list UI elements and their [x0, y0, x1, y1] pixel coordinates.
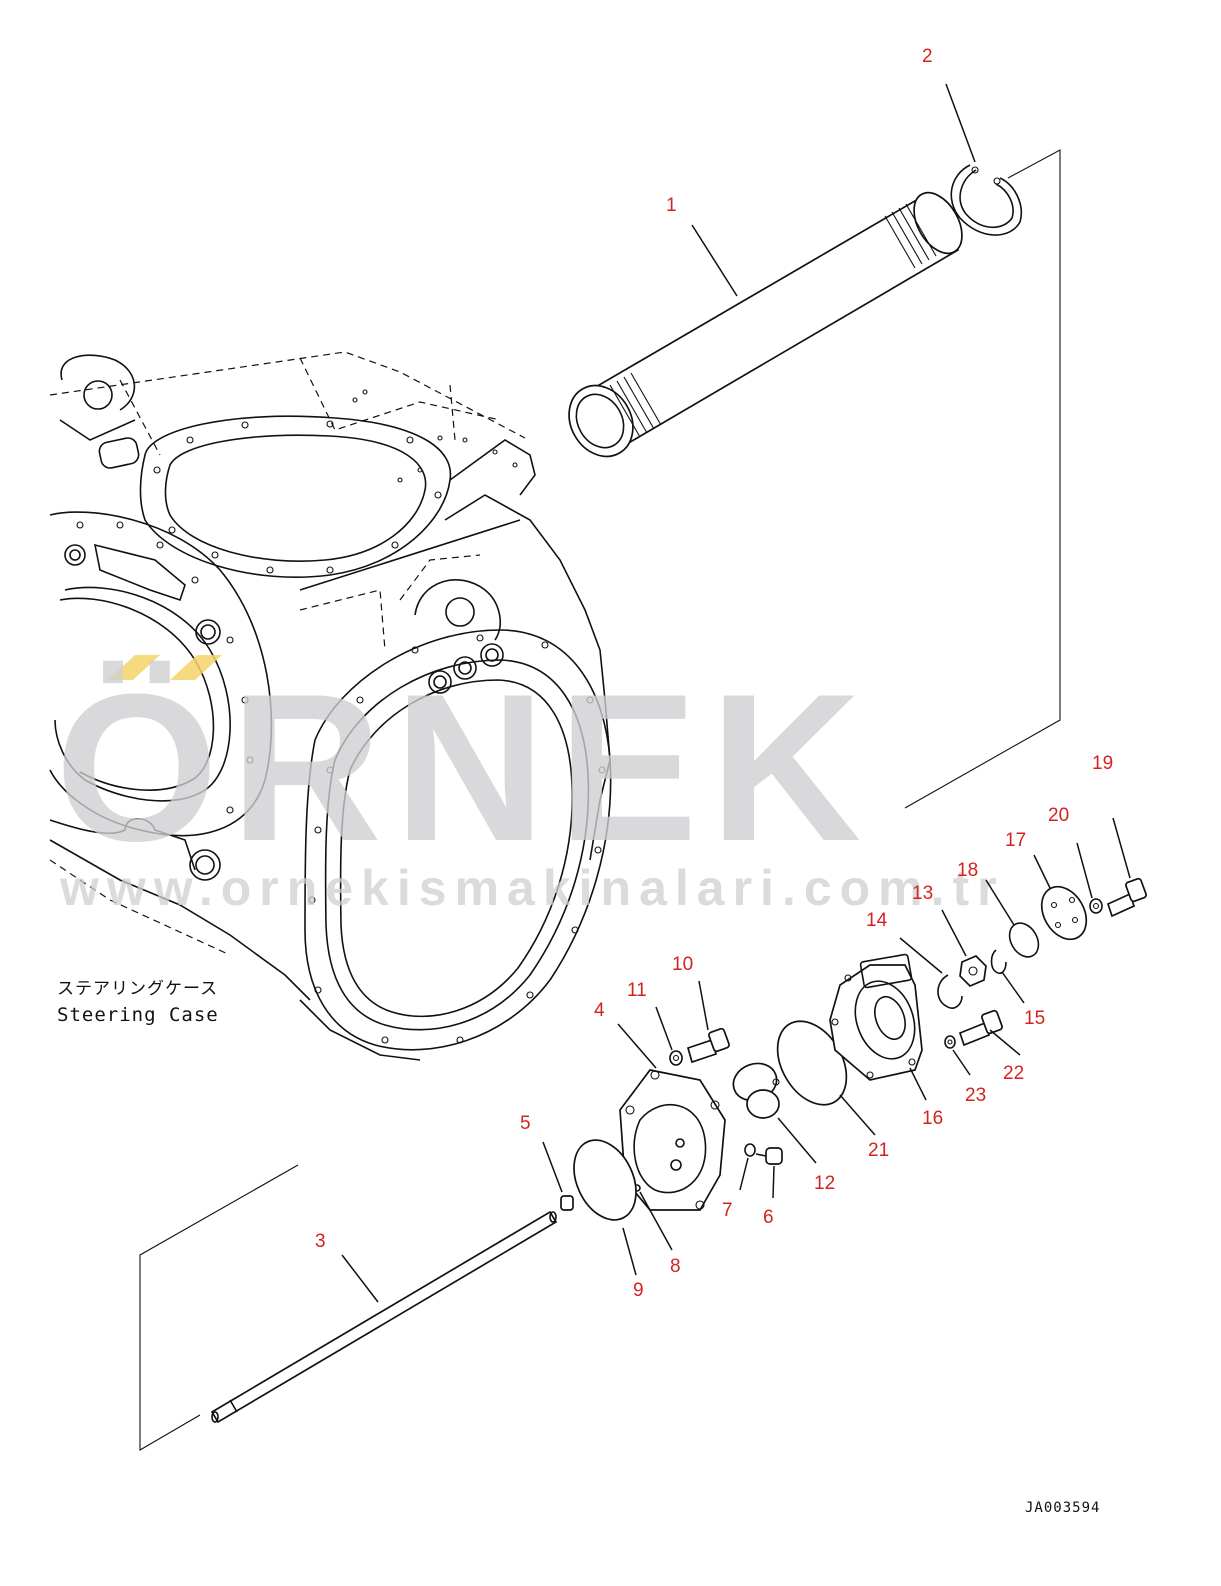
callout-5: 5 — [520, 1113, 531, 1134]
callout-8: 8 — [670, 1256, 681, 1277]
part-20-washer — [1089, 898, 1103, 914]
callout-7: 7 — [722, 1200, 733, 1221]
drawing-code: JA003594 — [1025, 1500, 1100, 1516]
part-7-o-ring — [744, 1143, 756, 1157]
part-1-shaft — [568, 191, 963, 458]
part-2-snap-ring — [950, 164, 1022, 236]
assembly-guide-line-upper — [904, 149, 1061, 809]
callout-numbers: 1 2 3 4 5 6 7 8 9 10 11 12 13 14 15 16 1… — [315, 46, 1113, 1301]
callout-13: 13 — [912, 883, 933, 904]
part-19-bolt — [1106, 877, 1147, 918]
watermark: ÖRNEK www.ornekismakinalari.com.tr — [55, 650, 1005, 916]
callout-11: 11 — [627, 980, 647, 1001]
callout-21: 21 — [868, 1140, 889, 1161]
steering-case-label-en: Steering Case — [57, 1004, 219, 1026]
watermark-url-text: www.ornekismakinalari.com.tr — [59, 860, 1005, 916]
leader-lines — [341, 83, 1131, 1303]
part-17-plate — [1040, 885, 1088, 941]
callout-16: 16 — [922, 1108, 943, 1129]
part-15-ring — [990, 949, 1007, 975]
callout-12: 12 — [814, 1173, 835, 1194]
part-13-nut — [959, 954, 987, 988]
part-10-bolt — [686, 1027, 730, 1064]
callout-2: 2 — [922, 46, 933, 67]
part-11-washer — [669, 1050, 683, 1066]
part-6-bolt — [755, 1147, 783, 1165]
part-14-snap-ring — [937, 974, 963, 1009]
part-9-gasket — [573, 1139, 637, 1221]
watermark-accent-mark — [108, 655, 222, 680]
callout-20: 20 — [1048, 805, 1069, 826]
callout-19: 19 — [1092, 753, 1113, 774]
callout-1: 1 — [666, 195, 677, 216]
part-23-washer — [944, 1035, 956, 1049]
callout-3: 3 — [315, 1231, 326, 1252]
part-5-dowel — [560, 1195, 574, 1211]
callout-17: 17 — [1005, 830, 1026, 851]
watermark-brand-text: ÖRNEK — [55, 650, 873, 885]
part-16-housing — [829, 953, 923, 1081]
part-4-cover — [619, 1069, 726, 1211]
callout-18: 18 — [957, 860, 978, 881]
callout-23: 23 — [965, 1085, 986, 1106]
callout-22: 22 — [1003, 1063, 1024, 1084]
steering-case-drawing — [49, 351, 612, 1061]
part-3-rod — [210, 1210, 558, 1424]
callout-15: 15 — [1024, 1008, 1045, 1029]
callout-10: 10 — [672, 954, 693, 975]
part-18-o-ring — [1008, 922, 1040, 958]
part-12-element — [732, 1062, 780, 1119]
part-22-bolt — [958, 1009, 1003, 1047]
callout-9: 9 — [633, 1280, 644, 1301]
callout-6: 6 — [763, 1207, 774, 1228]
steering-case-label-jp: ステアリングケース — [57, 979, 218, 999]
assembly-guide-line-lower — [139, 1164, 299, 1451]
callout-4: 4 — [594, 1000, 605, 1021]
callout-14: 14 — [866, 910, 888, 931]
